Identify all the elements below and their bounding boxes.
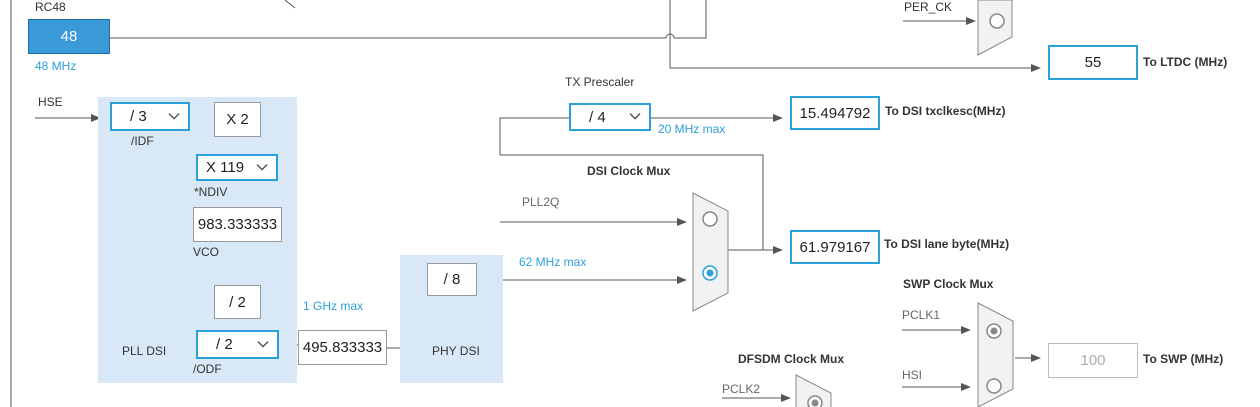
hsi-label: HSI (902, 368, 923, 382)
div2-box[interactable]: / 2 (214, 285, 261, 319)
lane-byte-output-box[interactable]: 61.979167 (790, 230, 880, 264)
mult-box[interactable]: X 2 (214, 102, 261, 137)
rc48-frequency: 48 MHz (35, 59, 77, 73)
dsi-clock-mux-label: DSI Clock Mux (587, 164, 671, 178)
tx-prescaler-dropdown[interactable]: / 4 (569, 103, 651, 131)
pll-out-box[interactable]: 495.833333 (298, 330, 387, 365)
pll-dsi-label: PLL DSI (122, 344, 167, 358)
vco-box[interactable]: 983.333333 (193, 207, 282, 242)
odf-dropdown[interactable]: / 2 (196, 330, 279, 359)
dfsdm-clock-mux-shape (795, 374, 832, 407)
idf-dropdown[interactable]: / 3 (110, 102, 190, 131)
ltdc-output-label: To LTDC (MHz) (1143, 55, 1228, 69)
dsi-mux-radio-pll2q (702, 211, 718, 227)
pll2q-label: PLL2Q (522, 195, 560, 209)
tx-prescaler-label: TX Prescaler (565, 75, 635, 89)
phy-max-label: 62 MHz max (519, 255, 587, 269)
chevron-down-icon (168, 112, 180, 120)
pclk2-label: PCLK2 (722, 382, 761, 396)
odf-label: /ODF (193, 362, 222, 376)
idf-value: / 3 (130, 108, 147, 125)
vco-label: VCO (193, 245, 220, 259)
chevron-down-icon (629, 113, 641, 120)
lane-byte-output-label: To DSI lane byte(MHz) (884, 237, 1010, 251)
txclkesc-output-label: To DSI txclkesc(MHz) (885, 104, 1006, 118)
odf-value: / 2 (216, 336, 233, 353)
ndiv-value: X 119 (206, 159, 245, 176)
hse-label: HSE (38, 95, 63, 109)
rc48-label: RC48 (35, 0, 66, 14)
ndiv-label: *NDIV (194, 185, 228, 199)
phy-dsi-label: PHY DSI (432, 344, 480, 358)
swp-output-box[interactable]: 100 (1048, 343, 1138, 378)
chevron-down-icon (256, 163, 268, 171)
txclkesc-output-box[interactable]: 15.494792 (790, 96, 880, 130)
ndiv-dropdown[interactable]: X 119 (196, 154, 278, 181)
swp-output-label: To SWP (MHz) (1143, 352, 1224, 366)
tx-prescaler-value: / 4 (589, 108, 606, 126)
dfsdm-clock-mux-label: DFSDM Clock Mux (738, 352, 845, 366)
rc48-value-box[interactable]: 48 (28, 19, 110, 54)
swp-clock-mux-label: SWP Clock Mux (903, 277, 994, 291)
chevron-down-icon (257, 340, 269, 348)
tx-max-label: 20 MHz max (658, 122, 726, 136)
ltdc-output-box[interactable]: 55 (1048, 45, 1138, 80)
phy-div-box[interactable]: / 8 (427, 263, 477, 296)
pclk1-label: PCLK1 (902, 308, 941, 322)
idf-label: /IDF (131, 134, 154, 148)
per-ck-mux-radio (989, 13, 1005, 29)
dsi-clock-mux-shape (692, 192, 729, 312)
swp-mux-radio-hsi (986, 378, 1002, 394)
pll-max-label: 1 GHz max (303, 299, 364, 313)
per-ck-label: PER_CK (904, 0, 953, 14)
